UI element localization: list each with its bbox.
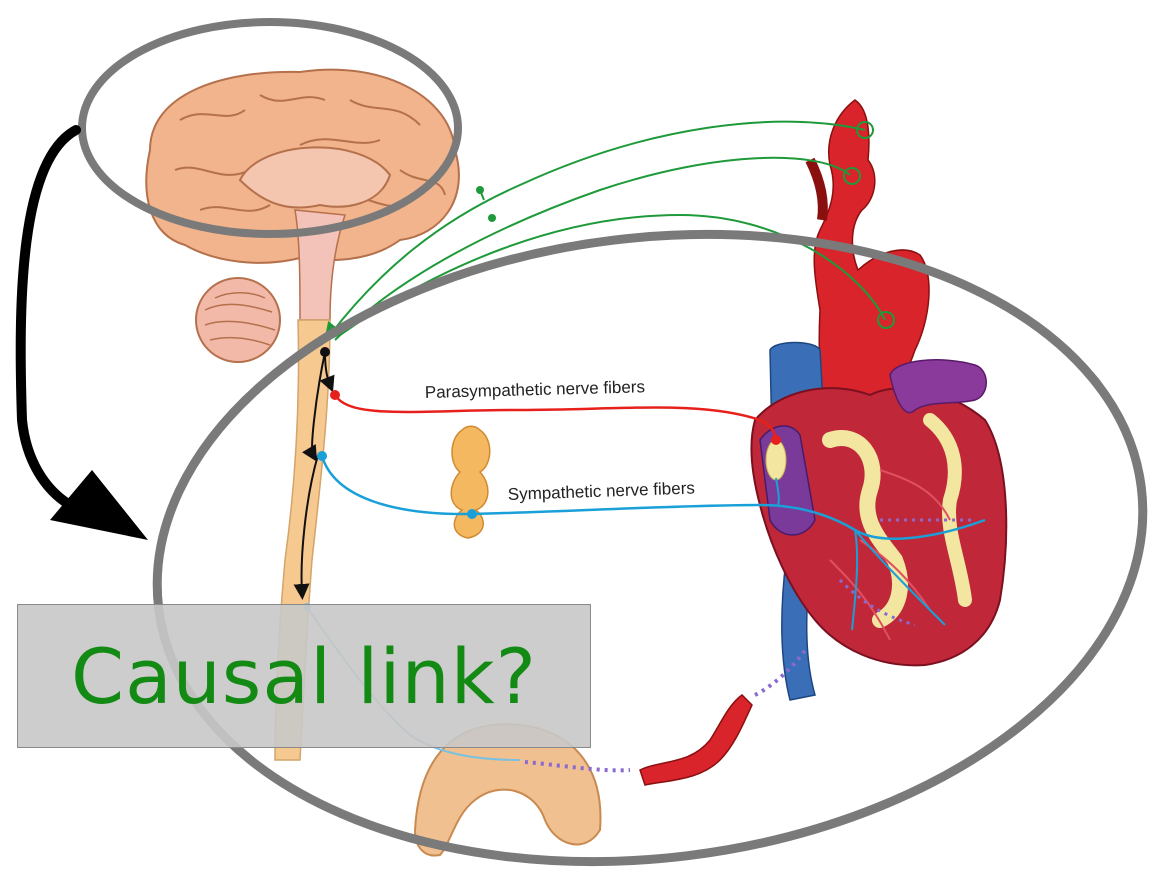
causal-link-box: Causal link? bbox=[17, 604, 591, 748]
sympathetic-ganglion bbox=[451, 426, 490, 538]
parasympathetic-label: Parasympathetic nerve fibers bbox=[425, 377, 646, 402]
sympathetic-label: Sympathetic nerve fibers bbox=[507, 478, 695, 504]
small-artery bbox=[640, 695, 752, 785]
cerebellum bbox=[196, 278, 280, 362]
causal-arrow bbox=[21, 130, 148, 540]
causal-link-text: Causal link? bbox=[71, 632, 537, 721]
